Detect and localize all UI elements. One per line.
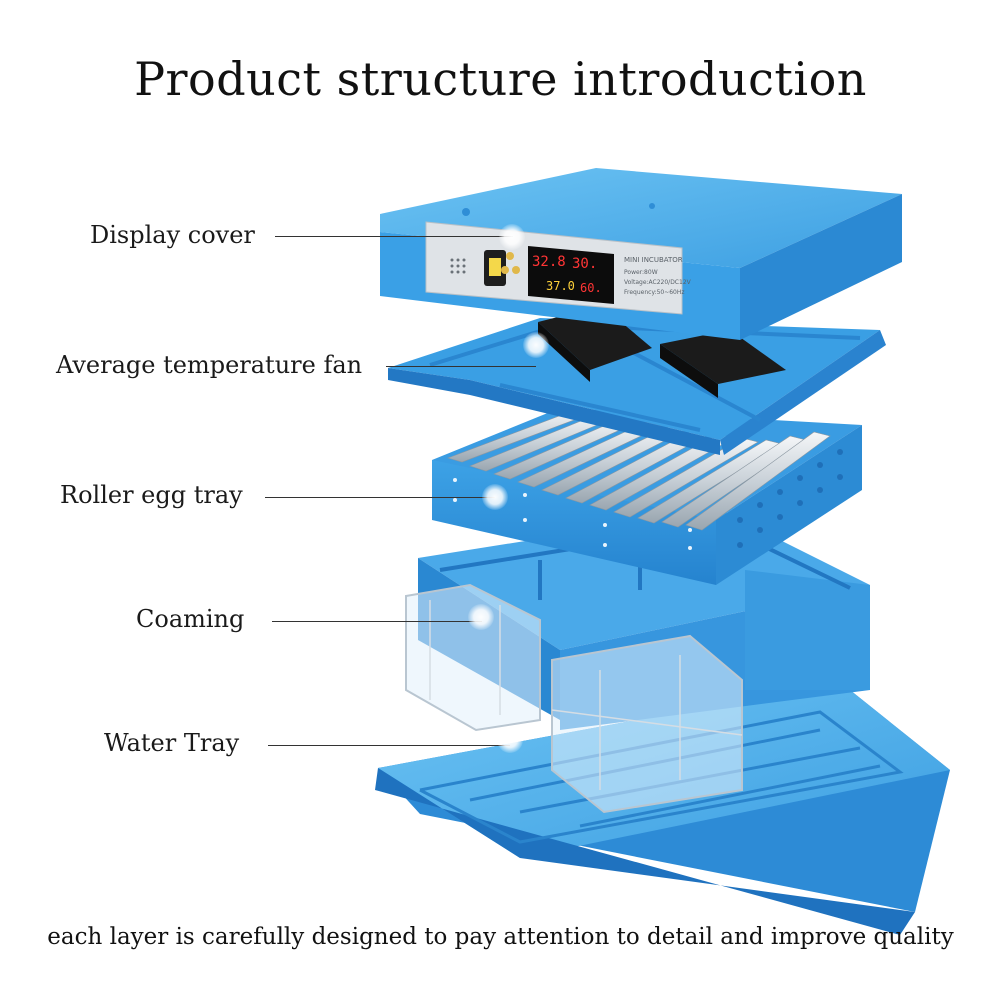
lcd-readout-top2: 30. — [572, 256, 597, 272]
page-title: Product structure introduction — [134, 52, 867, 106]
display-cover-layer: 32.8 30. 37.0 60. MINI INCUBATOR Power:8… — [380, 168, 902, 340]
rollers — [447, 409, 831, 531]
label-average-temperature-fan: Average temperature fan — [56, 351, 363, 379]
marker-display-cover — [499, 224, 525, 250]
display-panel-title: MINI INCUBATOR — [624, 256, 683, 264]
leader-average-temperature-fan — [386, 366, 536, 367]
label-coaming: Coaming — [136, 605, 245, 633]
display-spec-frequency: Frequency:50~60Hz — [624, 289, 685, 296]
fan-left — [538, 306, 652, 382]
fan-right — [660, 330, 786, 398]
leader-display-cover — [275, 236, 513, 237]
lcd-readout-bottom: 37.0 — [546, 279, 575, 293]
label-roller-egg-tray: Roller egg tray — [60, 481, 243, 509]
control-button[interactable] — [512, 266, 520, 274]
fan-layer — [388, 306, 886, 455]
leader-coaming — [272, 621, 482, 622]
control-buttons — [501, 252, 520, 274]
lcd-readout-bottom2: 60. — [580, 281, 602, 295]
marker-roller-egg-tray — [482, 484, 508, 510]
marker-coaming — [468, 604, 494, 630]
footer-caption: each layer is carefully designed to pay … — [47, 924, 954, 950]
lcd-readout-top: 32.8 — [532, 254, 566, 270]
leader-water-tray — [268, 745, 510, 746]
leader-roller-egg-tray — [265, 497, 495, 498]
display-spec-power: Power:80W — [624, 269, 658, 276]
label-water-tray: Water Tray — [104, 729, 240, 757]
control-button[interactable] — [501, 266, 509, 274]
marker-water-tray — [497, 727, 523, 753]
control-button[interactable] — [506, 252, 514, 260]
label-display-cover: Display cover — [90, 221, 255, 249]
display-spec-voltage: Voltage:AC220/DC12V — [624, 279, 692, 286]
marker-average-temperature-fan — [523, 332, 549, 358]
